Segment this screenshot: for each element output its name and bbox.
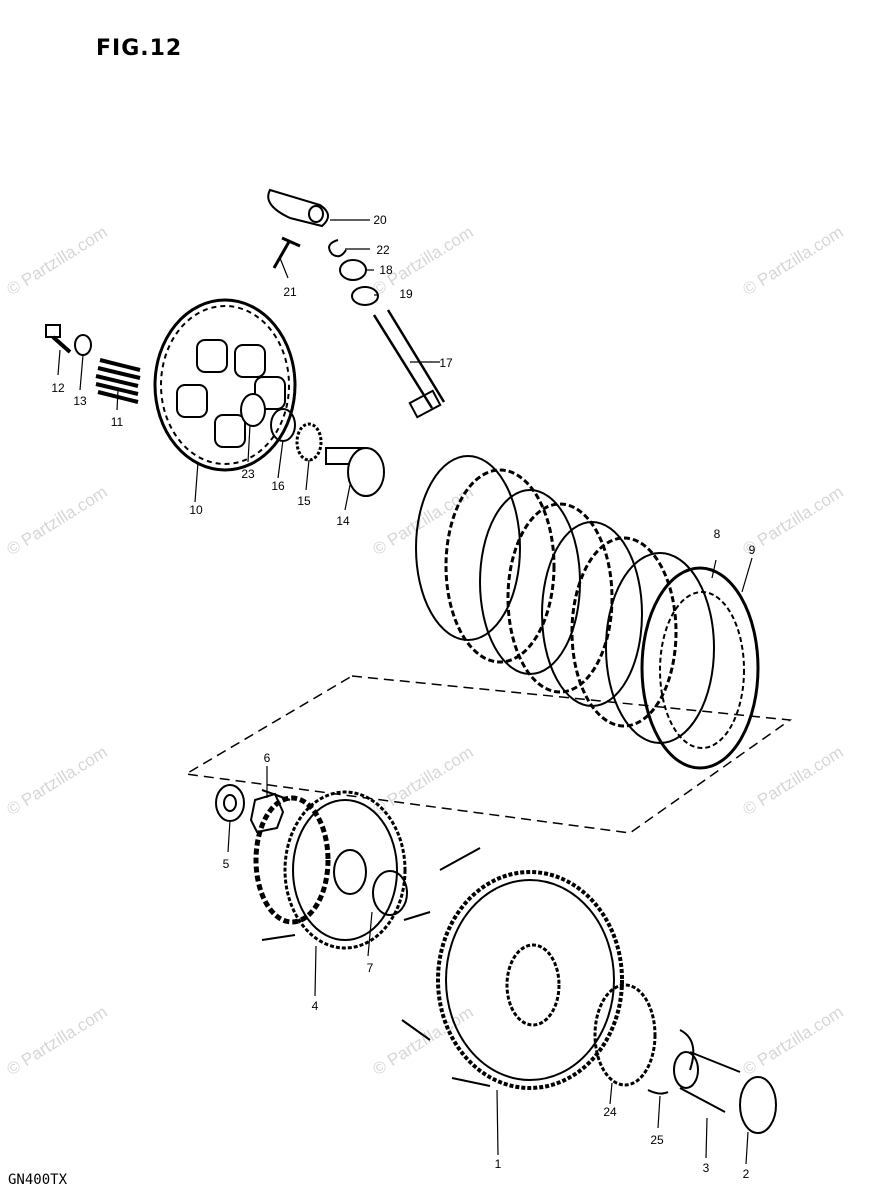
part-callout-18: 18 [379, 263, 393, 277]
figure-title: FIG.12 [96, 36, 183, 61]
part-callout-23: 23 [241, 467, 255, 481]
part-callout-17: 17 [439, 356, 453, 370]
part-callout-5: 5 [223, 857, 230, 871]
leader-lines [57, 219, 753, 1165]
bolt-12 [45, 324, 72, 354]
sleeve-hub-4 [253, 789, 407, 950]
part-callout-12: 12 [51, 381, 65, 395]
part-callout-6: 6 [264, 751, 271, 765]
pressure-plate [153, 298, 297, 472]
part-callout-9: 9 [749, 543, 756, 557]
part-callout-16: 16 [271, 479, 285, 493]
clip-22 [328, 239, 347, 258]
bolt-21 [272, 236, 301, 269]
part-callout-10: 10 [189, 503, 203, 517]
part-callout-8: 8 [714, 527, 721, 541]
model-code: GN400TX [8, 1172, 68, 1188]
lock-washer-6 [249, 792, 285, 834]
assembly-boundary [183, 675, 793, 834]
release-arm-20 [267, 188, 329, 228]
clutch-plate-stack [415, 455, 760, 770]
washer-2 [739, 1076, 777, 1134]
release-rod-17 [372, 309, 446, 419]
part-callout-3: 3 [703, 1161, 710, 1175]
clutch-housing-1 [401, 847, 624, 1090]
snap-ring-25 [647, 1029, 695, 1095]
part-callout-24: 24 [603, 1105, 617, 1119]
part-callout-1: 1 [495, 1157, 502, 1171]
push-piece-14 [325, 447, 385, 497]
part-callout-25: 25 [650, 1133, 664, 1147]
o-ring-19 [351, 286, 379, 306]
part-callout-4: 4 [312, 999, 319, 1013]
part-callout-15: 15 [297, 494, 311, 508]
part-callout-11: 11 [111, 415, 124, 429]
part-callout-22: 22 [376, 243, 390, 257]
spring-11 [95, 358, 141, 404]
part-callout-19: 19 [399, 287, 413, 301]
spacer-3 [673, 1051, 741, 1113]
part-callout-7: 7 [367, 961, 374, 975]
primary-gear-24 [593, 983, 657, 1087]
part-callout-13: 13 [73, 394, 87, 408]
part-callout-14: 14 [336, 514, 350, 528]
part-callout-20: 20 [373, 213, 387, 227]
part-callout-2: 2 [743, 1167, 750, 1181]
bearing-15 [295, 422, 323, 462]
part-callout-21: 21 [283, 285, 297, 299]
thrust-washer-7 [372, 870, 408, 916]
